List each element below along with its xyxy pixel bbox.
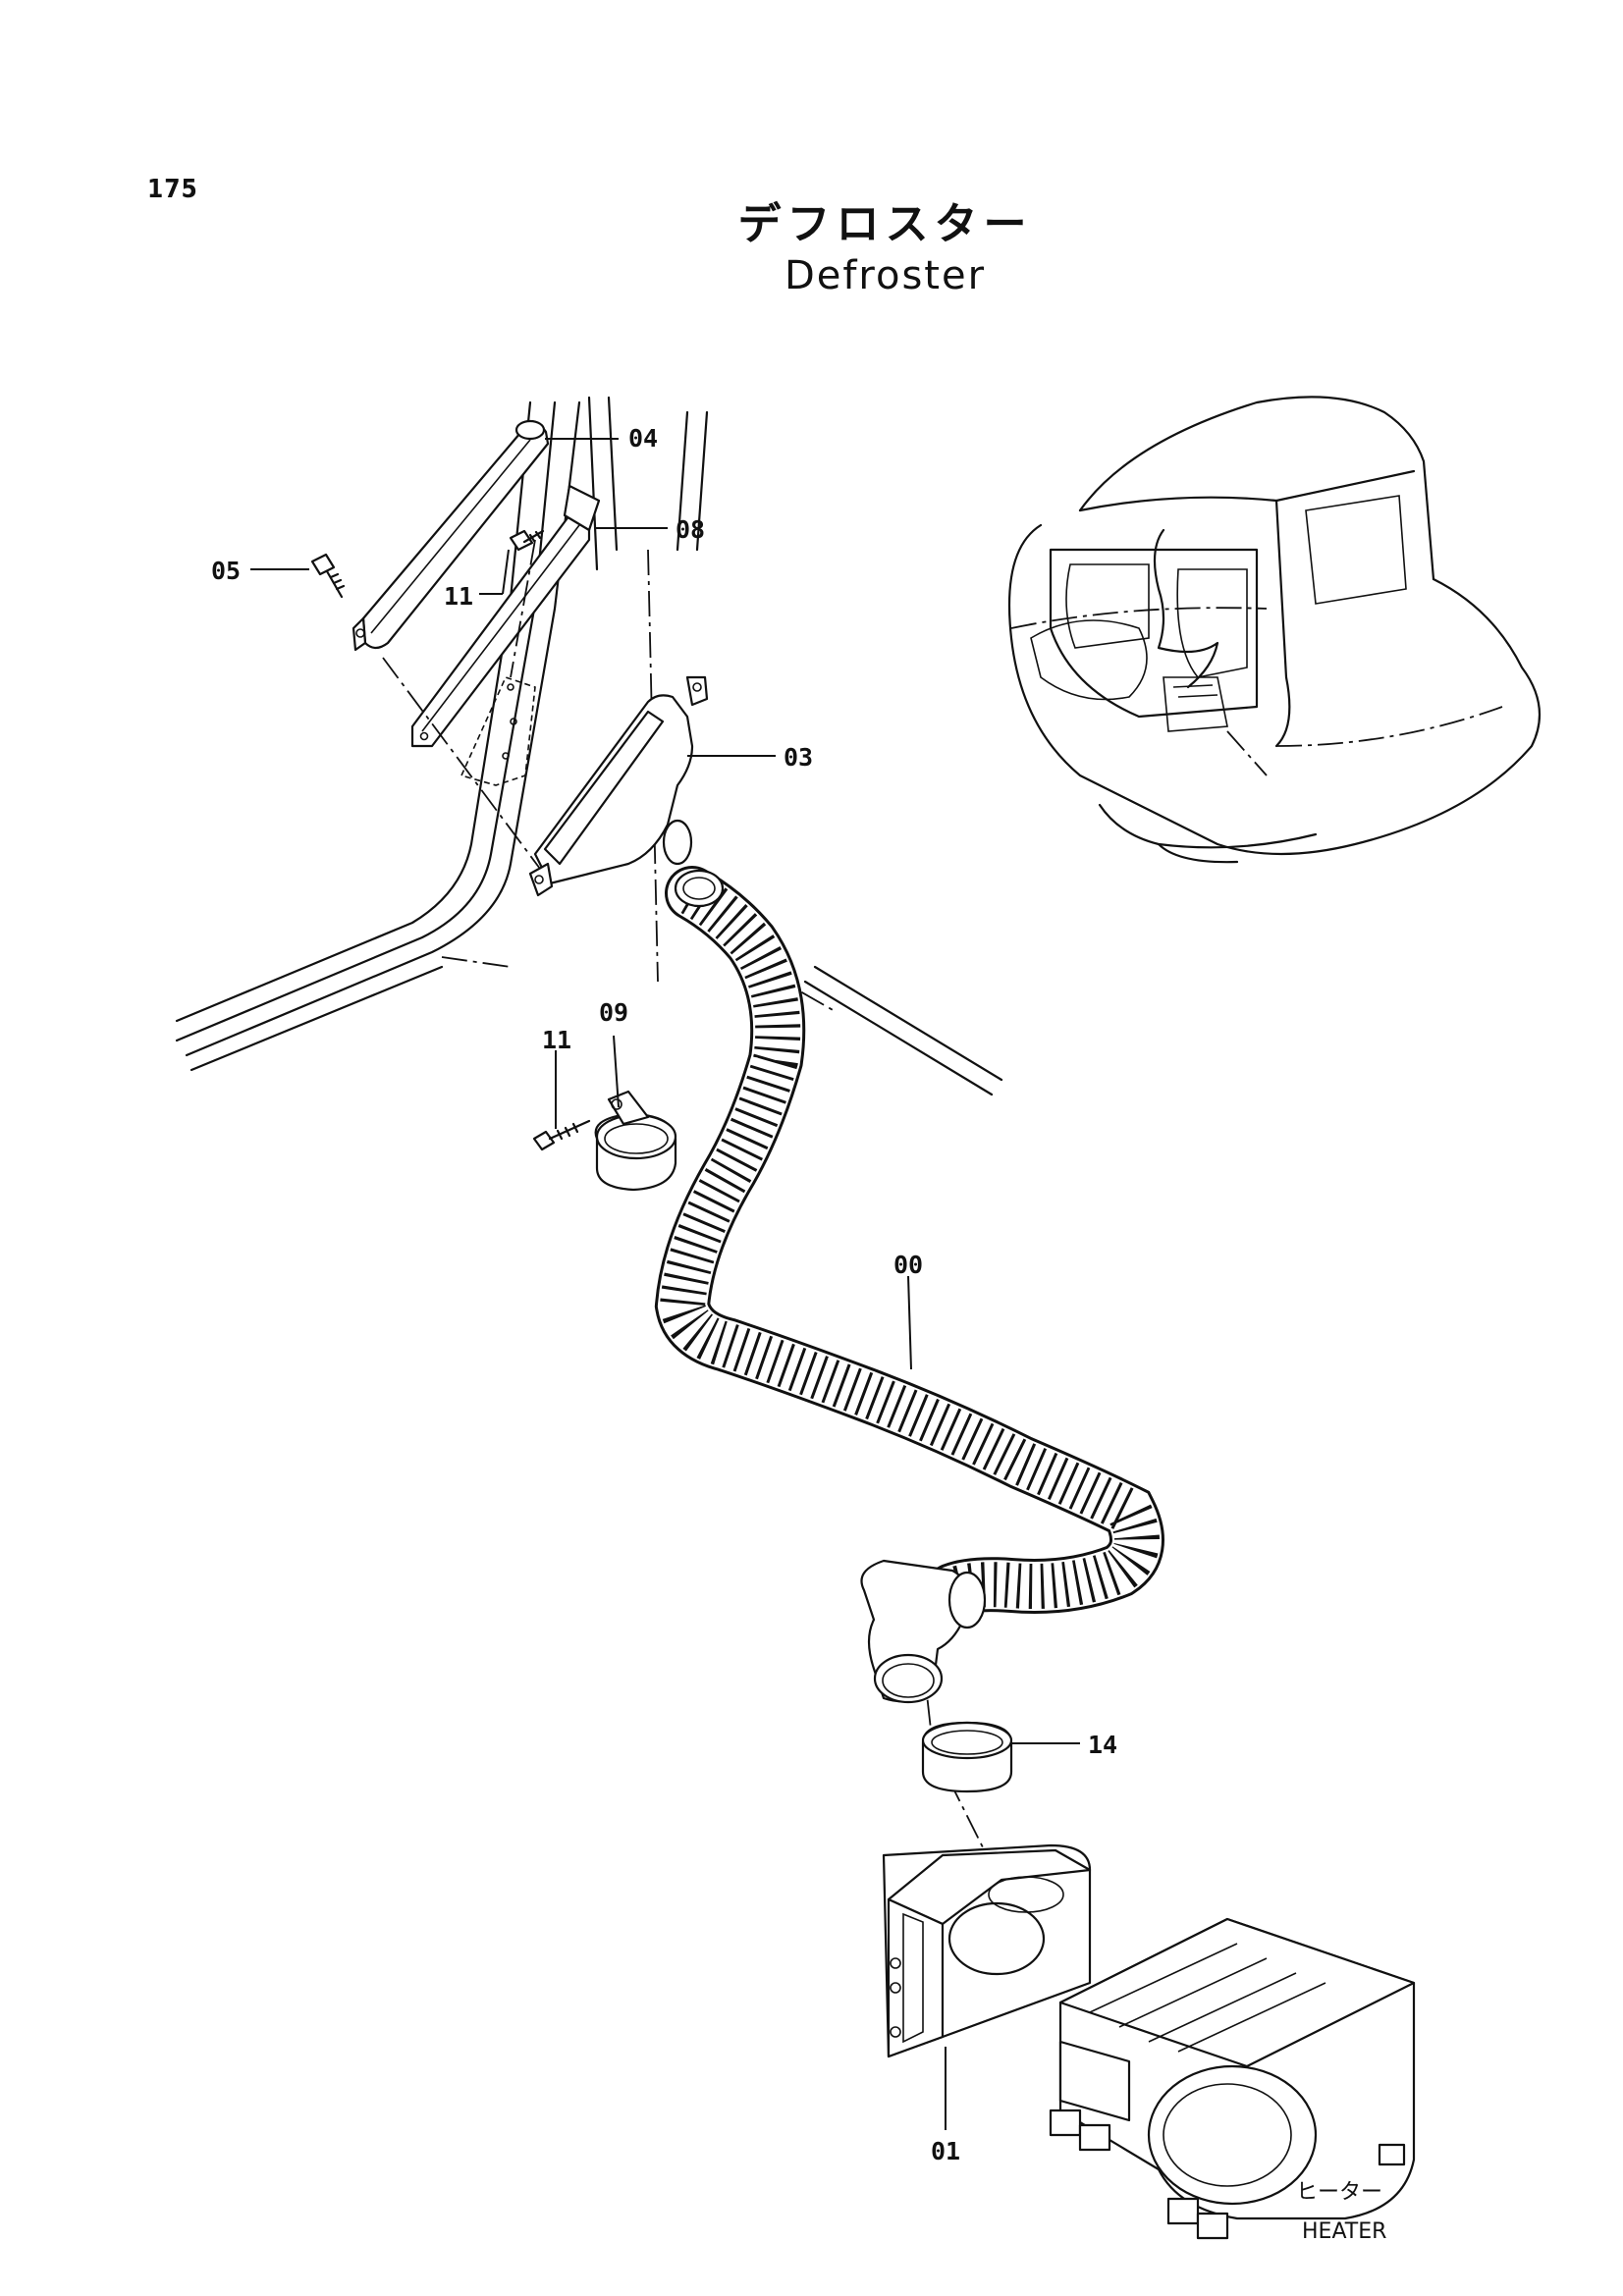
mounting-plate-outline bbox=[460, 676, 536, 786]
callout-05: 05 bbox=[211, 557, 241, 585]
part-00-duct-hose bbox=[654, 866, 1164, 1618]
page-title-english: Defroster bbox=[784, 253, 987, 298]
part-11-bolt-upper bbox=[509, 529, 545, 552]
callout-01: 01 bbox=[931, 2137, 960, 2165]
hose-elbow bbox=[860, 1559, 987, 1704]
callout-00: 00 bbox=[893, 1251, 923, 1279]
callout-03: 03 bbox=[784, 743, 813, 772]
cab-location-inset bbox=[1007, 396, 1542, 864]
callout-14: 14 bbox=[1088, 1731, 1117, 1759]
part-03-nozzle bbox=[528, 675, 709, 897]
page-number: 175 bbox=[147, 175, 198, 204]
part-14-band bbox=[921, 1721, 1013, 1793]
part-08-bracket bbox=[410, 484, 601, 748]
part-11-bolt-lower bbox=[532, 1119, 591, 1151]
heater-label-japanese: ヒーター bbox=[1296, 2180, 1382, 2205]
part-04-cover bbox=[352, 419, 550, 652]
part-09-clamp bbox=[594, 1090, 677, 1192]
heater-label-english: HEATER bbox=[1302, 2219, 1386, 2244]
callout-11-upper: 11 bbox=[444, 582, 473, 611]
heater-unit bbox=[1049, 1917, 1416, 2240]
callout-09: 09 bbox=[599, 998, 628, 1027]
page-title-japanese: デフロスター bbox=[737, 199, 1033, 249]
part-05-bolt bbox=[310, 553, 346, 599]
callout-11-lower: 11 bbox=[542, 1026, 571, 1054]
callout-08: 08 bbox=[676, 515, 705, 544]
callout-04: 04 bbox=[628, 424, 658, 453]
part-01-adapter bbox=[882, 1843, 1092, 2058]
callout-leaders bbox=[250, 438, 1080, 2130]
